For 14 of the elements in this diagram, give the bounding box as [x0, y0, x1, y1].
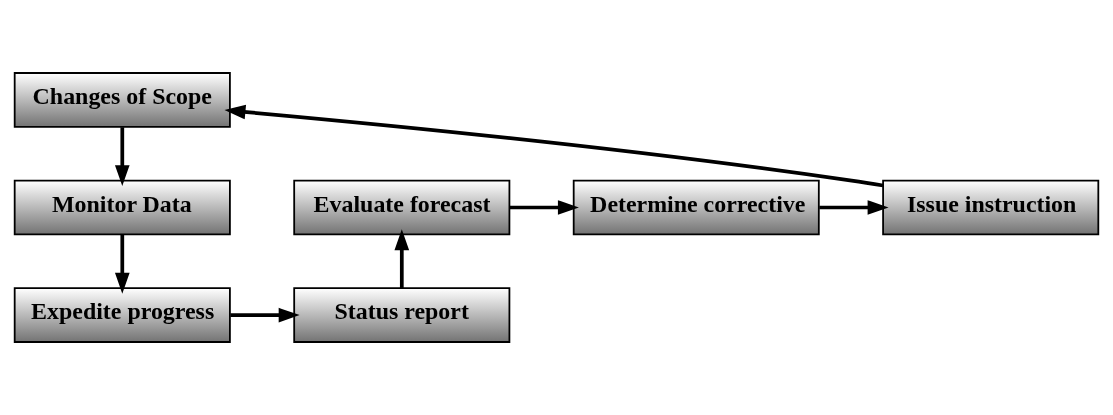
node-box: Monitor Data [13, 179, 231, 236]
arrow [114, 234, 130, 294]
node-box: Changes of Scope [13, 72, 231, 128]
node-box: Determine corrective [572, 179, 820, 236]
arrow [224, 104, 884, 188]
node-box: Evaluate forecast [293, 179, 511, 236]
node-box: Status report [293, 287, 511, 343]
node-box: Expedite progress [13, 287, 231, 343]
arrow [394, 229, 410, 289]
arrow [819, 200, 889, 215]
node-box: Issue instruction [882, 179, 1100, 236]
arrow [509, 200, 579, 215]
arrow [230, 307, 300, 323]
arrow [114, 127, 130, 187]
